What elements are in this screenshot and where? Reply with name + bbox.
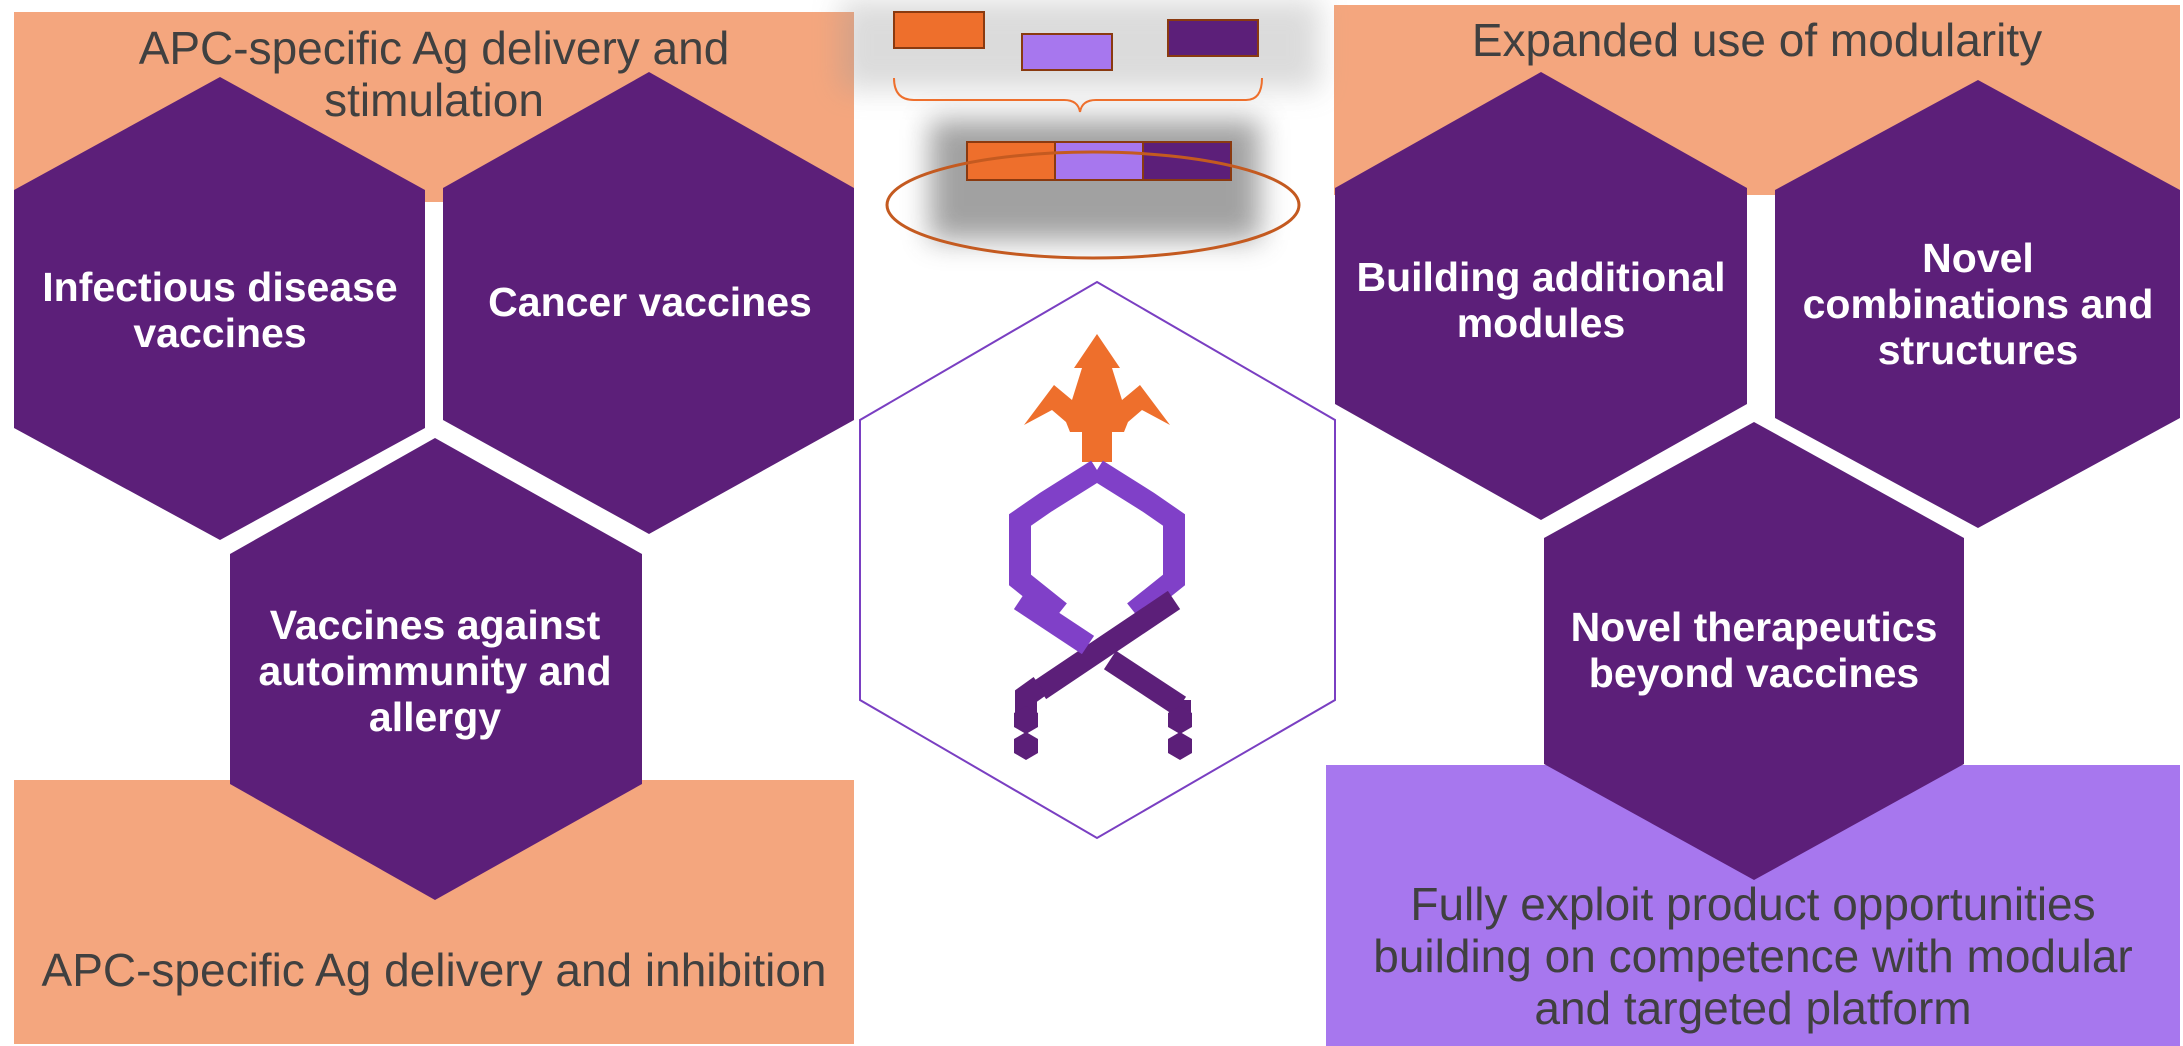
left-bottom-banner-text: APC-specific Ag delivery and inhibition [41,944,827,996]
hexagon-label-line: autoimmunity and [258,648,612,694]
left-top-banner-line-2: stimulation [324,74,544,126]
hexagon-label-cancer-vaccines: Cancer vaccines [450,270,850,334]
right-bottom-banner-line-3: and targeted platform [1534,982,1972,1034]
hexagon-label-line: structures [1877,327,2079,373]
hexagon-novel-therapeutics [1544,422,1964,880]
hexagon-label-line: Novel therapeutics [1570,604,1938,650]
hexagon-label-line: modules [1456,300,1626,346]
module-block-dark-purple [1167,19,1259,57]
platform-logo-icon [1009,334,1192,760]
hexagon-label-line: Vaccines against [269,602,601,648]
module-bracket [893,77,1263,113]
hexagon-label-novel-combinations: Novel combinations and structures [1778,232,2178,376]
module-combined-dark-purple [1142,141,1232,181]
hexagon-label-novel-therapeutics: Novel therapeutics beyond vaccines [1554,600,1954,700]
hexagon-infectious-disease [14,77,425,540]
hexagon-label-line: Infectious disease [42,264,398,310]
left-top-banner-line-1: APC-specific Ag delivery and [138,22,730,74]
right-bottom-banner-line-1: Fully exploit product opportunities [1410,878,2096,930]
hexagon-label-line: allergy [368,694,502,740]
hexagon-novel-combinations [1775,80,2180,528]
hexagon-label-line: vaccines [133,310,307,356]
left-top-banner-text: APC-specific Ag delivery and stimulation [14,22,854,126]
hexagon-label-building-modules: Building additional modules [1341,250,1741,350]
right-top-banner-text: Expanded use of modularity [1471,14,2043,66]
hexagon-label-line: Cancer vaccines [488,279,812,325]
module-blocks-diagram [840,0,1320,260]
hexagon-label-autoimmunity: Vaccines against autoimmunity and allerg… [235,596,635,746]
hexagon-cancer-vaccines [443,72,854,534]
hexagon-label-line: Building additional [1356,254,1726,300]
module-combined-orange [966,141,1056,181]
module-block-orange [893,11,985,49]
hexagon-label-infectious-disease: Infectious disease vaccines [20,240,420,380]
hexagon-autoimmunity [230,438,642,900]
right-bottom-banner-line-2: building on competence with modular [1373,930,2133,982]
hexagon-label-line: combinations and [1802,281,2154,327]
logo-hexagon-outline [859,280,1336,840]
right-bottom-banner-text: Fully exploit product opportunities buil… [1326,878,2180,1034]
hexagon-label-line: beyond vaccines [1588,650,1920,696]
module-combined-light-purple [1054,141,1144,181]
module-block-light-purple [1021,33,1113,71]
module-ellipse [885,150,1301,260]
hexagon-building-modules [1335,72,1747,520]
hexagon-label-line: Novel [1922,235,2034,281]
